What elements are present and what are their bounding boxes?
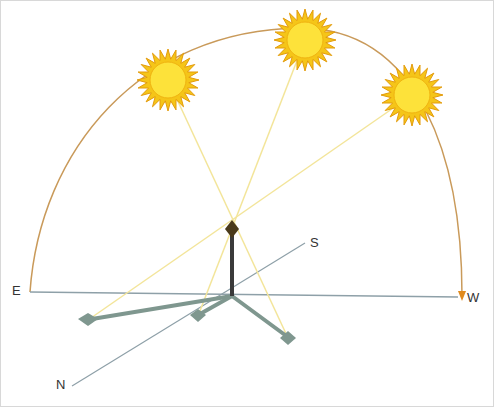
sun-disc — [150, 62, 186, 98]
north-south-line — [72, 243, 305, 386]
sun-rays-star — [274, 9, 336, 71]
direction-label: E — [12, 284, 21, 297]
direction-label: W — [467, 291, 479, 304]
sun-path-arc — [30, 28, 462, 296]
shadows — [92, 296, 285, 335]
sun-disc — [287, 22, 323, 58]
suns — [137, 9, 443, 126]
sun-rays-star — [137, 49, 199, 111]
sun-disc — [394, 77, 430, 113]
sun-rays-star — [381, 64, 443, 126]
shadow-tips — [78, 309, 296, 345]
gnomon-tip — [225, 220, 239, 238]
direction-label: S — [310, 236, 319, 249]
gnomon — [230, 232, 234, 296]
east-west-line — [30, 292, 458, 297]
direction-label: N — [56, 378, 65, 391]
sun-rays — [88, 40, 412, 338]
